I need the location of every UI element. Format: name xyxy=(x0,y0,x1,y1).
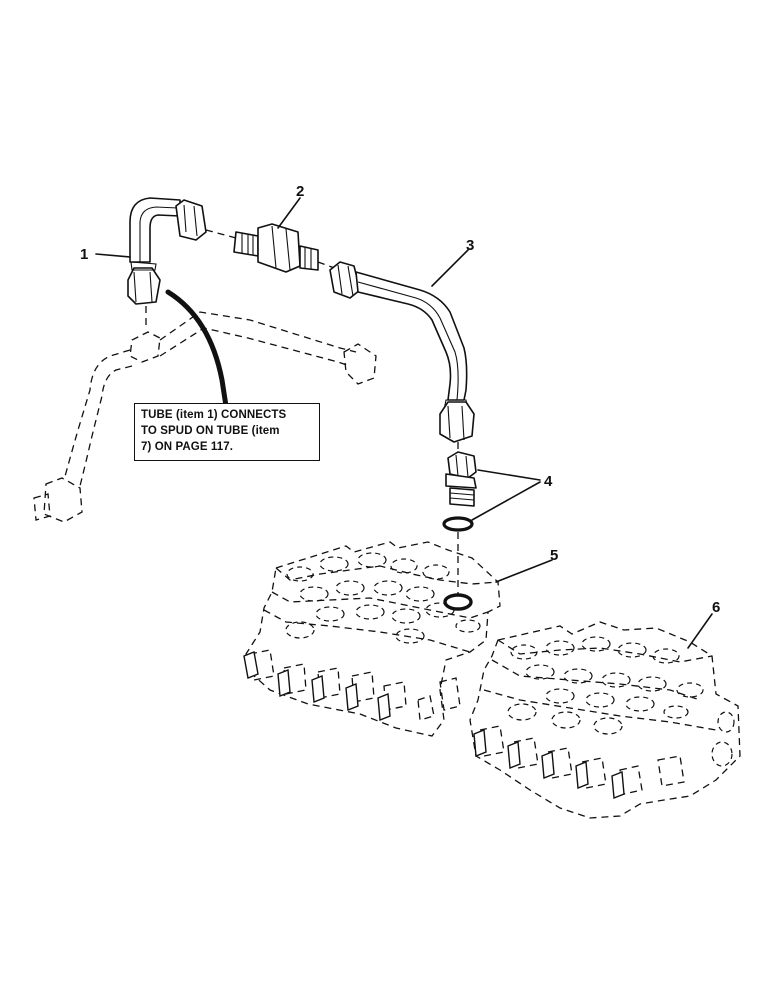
valve-block-item-5 xyxy=(243,541,501,737)
connection-note-box: TUBE (item 1) CONNECTS TO SPUD ON TUBE (… xyxy=(134,403,320,461)
leader-item-4b xyxy=(471,481,541,521)
tube-item-7-phantom xyxy=(33,311,377,523)
callout-2: 2 xyxy=(296,183,304,200)
tube-item-1 xyxy=(127,197,207,305)
tube-item-3 xyxy=(329,261,475,443)
union-item-2 xyxy=(205,223,341,273)
adapter-item-4 xyxy=(442,442,477,596)
callout-1: 1 xyxy=(80,246,88,263)
leader-item-3 xyxy=(431,249,469,287)
leader-item-4a xyxy=(477,469,541,481)
o-ring xyxy=(442,516,474,532)
leader-item-1 xyxy=(95,253,131,258)
valve-block-item-6 xyxy=(469,621,741,819)
callout-3: 3 xyxy=(466,237,474,254)
note-line-1: TUBE (item 1) CONNECTS xyxy=(141,409,287,421)
leader-item-5 xyxy=(495,559,553,583)
leader-item-6 xyxy=(687,613,713,649)
leader-item-2 xyxy=(277,197,301,229)
note-line-2: TO SPUD ON TUBE (item xyxy=(141,425,280,437)
callout-6: 6 xyxy=(712,599,720,616)
callout-5: 5 xyxy=(550,547,558,564)
callout-4: 4 xyxy=(544,473,553,490)
note-leader-line xyxy=(165,289,229,409)
note-line-3: 7) ON PAGE 117. xyxy=(141,441,234,453)
